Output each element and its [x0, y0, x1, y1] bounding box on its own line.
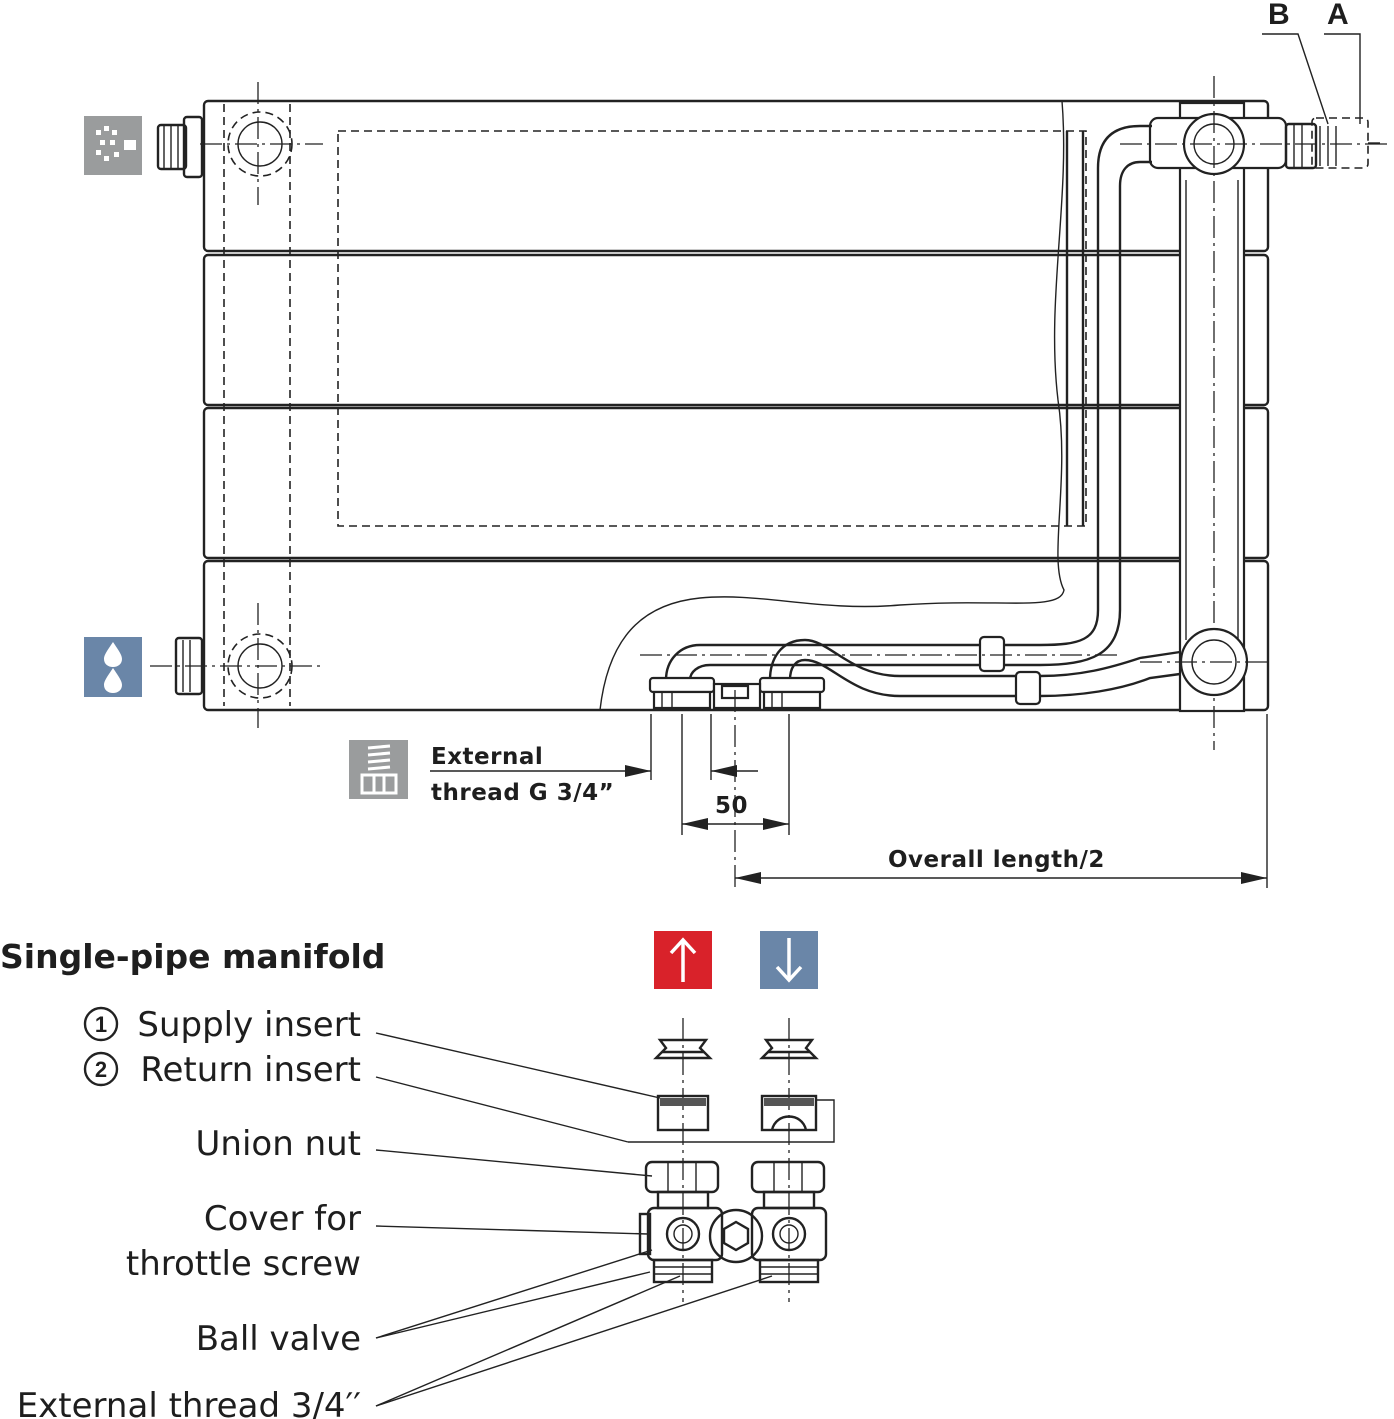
ball-valve-label: Ball valve: [196, 1319, 361, 1359]
water-drain-icon: [84, 637, 142, 697]
cover-label-line1: Cover for: [204, 1199, 361, 1239]
supply-arrow-icon: [654, 931, 712, 989]
thread-label-line2: thread G 3/4”: [431, 780, 614, 806]
air-vent-icon: [84, 116, 142, 175]
right-collector: [1120, 76, 1392, 750]
thread-fitting-icon: [349, 740, 408, 799]
half-length-dimension: Overall length/2: [888, 847, 1105, 873]
letter-b: B: [1268, 0, 1290, 31]
manifold-heading: Single-pipe manifold: [0, 937, 385, 976]
thread-label-line1: External: [431, 744, 543, 770]
supply-number: 1: [95, 1012, 107, 1037]
leader-lines: [375, 1032, 773, 1407]
dimensions: External thread G 3/4” 50 Overall length…: [430, 690, 1268, 890]
bottom-manifold: [648, 676, 826, 710]
return-insert-label: Return insert: [140, 1050, 361, 1090]
supply-insert-label: Supply insert: [137, 1005, 361, 1045]
return-number: 2: [95, 1057, 107, 1082]
internal-pipes: [640, 124, 1181, 706]
spacing-dimension: 50: [715, 793, 748, 819]
letter-a: A: [1327, 0, 1349, 31]
left-connections: [150, 82, 323, 728]
external-thread-label: External thread 3/4′′: [17, 1386, 361, 1419]
radiator-body: [202, 99, 1270, 712]
manifold-labels: Single-pipe manifold 1 Supply insert 2 R…: [0, 937, 385, 1419]
return-arrow-icon: [760, 931, 818, 989]
cover-label-line2: throttle screw: [126, 1244, 361, 1284]
reference-letters: B A: [1262, 0, 1361, 125]
manifold-exploded: [628, 1018, 835, 1302]
union-nut-label: Union nut: [196, 1124, 361, 1164]
